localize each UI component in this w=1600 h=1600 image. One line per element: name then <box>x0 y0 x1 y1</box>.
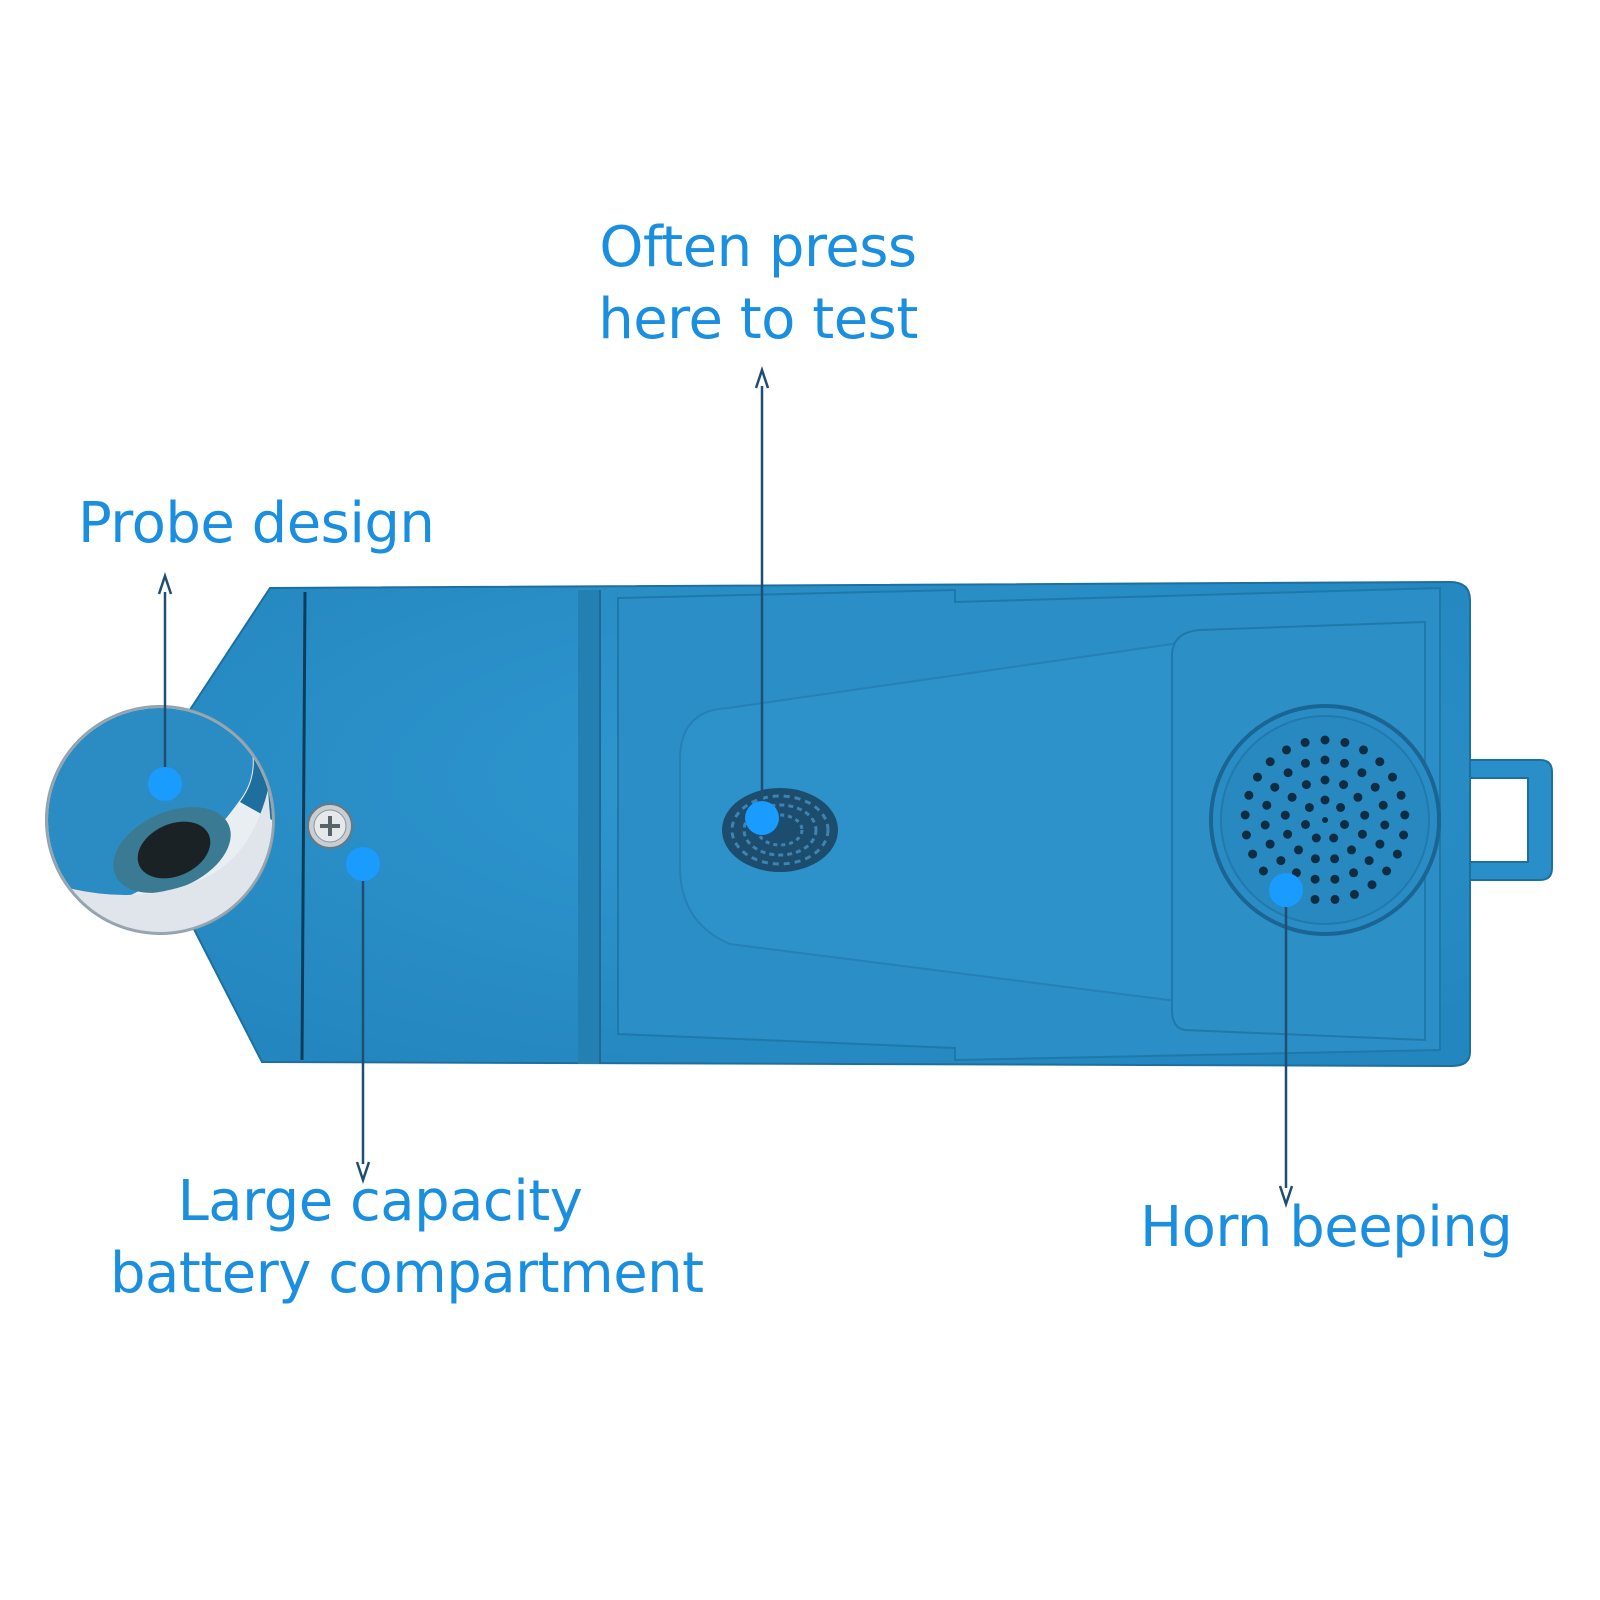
callout-line: Probe design <box>78 491 435 556</box>
grille-hole <box>1320 795 1330 805</box>
callout-label-test-button: Often press here to test <box>598 212 918 356</box>
probe-tip-icon <box>45 705 275 935</box>
marker-horn <box>1269 873 1303 907</box>
grille-hole <box>1330 854 1340 864</box>
grille-hole <box>1378 800 1388 810</box>
grille-hole <box>1262 800 1272 810</box>
grille-hole <box>1360 810 1370 820</box>
callout-arrows <box>157 366 1294 1208</box>
grille-hole <box>1370 782 1380 792</box>
grille-hole <box>1340 758 1349 768</box>
grille-hole <box>1287 792 1297 802</box>
callout-label-probe: Probe design <box>78 488 435 560</box>
lanyard-loop-icon <box>1469 759 1553 881</box>
callout-label-battery: Large capacity battery compartment <box>110 1166 704 1310</box>
grille-hole <box>1283 829 1293 839</box>
marker-battery <box>346 847 380 881</box>
grille-hole <box>1258 866 1268 876</box>
grille-hole <box>1311 833 1321 843</box>
grille-hole <box>1340 738 1350 747</box>
grille-hole <box>1265 757 1275 767</box>
grille-hole <box>1282 745 1291 755</box>
grille-hole <box>1253 772 1262 782</box>
grille-hole <box>1400 810 1410 820</box>
callout-line: battery compartment <box>110 1241 704 1306</box>
grille-hole <box>1310 874 1320 884</box>
grille-hole <box>1382 866 1392 876</box>
test-panel <box>679 638 1201 1006</box>
grille-hole <box>1375 757 1385 767</box>
grille-hole <box>1399 830 1409 840</box>
grille-hole <box>1364 856 1374 866</box>
grille-hole <box>1265 839 1275 849</box>
grille-hole <box>1260 820 1270 830</box>
grille-hole <box>1244 790 1254 800</box>
grille-hole <box>1320 755 1330 765</box>
callout-line: Large capacity <box>177 1169 583 1234</box>
grille-hole <box>1349 868 1359 878</box>
grille-hole <box>1375 839 1385 849</box>
grille-hole <box>1300 738 1310 747</box>
fingerprint-pad-icon <box>722 788 838 872</box>
grille-hole <box>1359 745 1368 755</box>
arrow-horn <box>1278 900 1294 1208</box>
grille-hole <box>1320 775 1330 785</box>
arrow-battery <box>355 880 371 1184</box>
arrow-probe <box>157 572 173 780</box>
callout-line: Horn beeping <box>1140 1195 1513 1260</box>
grille-hole <box>1241 830 1251 840</box>
callout-label-horn: Horn beeping <box>1140 1192 1513 1264</box>
grille-hole <box>1304 803 1314 812</box>
grille-hole <box>1283 768 1293 778</box>
grille-hole <box>1357 829 1367 839</box>
grille-hole <box>1248 849 1258 859</box>
grille-hole <box>1291 868 1301 878</box>
grille-hole <box>1353 792 1363 802</box>
marker-test <box>745 801 779 835</box>
grille-hole <box>1301 780 1311 790</box>
speaker-grille-icon <box>1209 704 1441 936</box>
grille-hole <box>1310 854 1320 864</box>
grille-hole <box>1349 889 1359 899</box>
marker-probe <box>148 767 182 801</box>
grille-hole <box>1294 845 1303 855</box>
grille-hole <box>1301 820 1310 829</box>
grille-hole <box>1336 803 1346 812</box>
grille-hole <box>1330 874 1340 884</box>
grille-hole <box>1367 880 1377 890</box>
grille-hole <box>1301 758 1310 768</box>
grille-hole <box>1310 894 1320 904</box>
grille-hole <box>1329 833 1339 843</box>
grille-hole <box>1320 735 1330 745</box>
grille-hole <box>1396 790 1406 800</box>
probe-seam <box>300 591 307 1061</box>
grille-hole <box>1388 772 1397 782</box>
grille-hole <box>1280 810 1290 820</box>
grille-hole <box>1380 820 1390 830</box>
arrow-test <box>754 366 770 810</box>
callout-markers <box>148 767 1303 907</box>
battery-groove <box>578 590 600 1064</box>
grille-hole <box>1276 856 1286 866</box>
screw-icon <box>307 803 353 849</box>
grille-hole <box>1240 810 1250 820</box>
grille-hole <box>1322 817 1328 823</box>
grille-hole <box>1357 768 1367 778</box>
callout-line: here to test <box>598 287 918 352</box>
grille-hole <box>1330 894 1340 904</box>
grille-hole <box>1392 849 1402 859</box>
grille-hole <box>1339 780 1349 790</box>
grille-hole <box>1347 845 1356 855</box>
grille-hole <box>1270 782 1280 792</box>
grille-hole <box>1340 820 1349 829</box>
callout-line: Often press <box>599 215 917 280</box>
